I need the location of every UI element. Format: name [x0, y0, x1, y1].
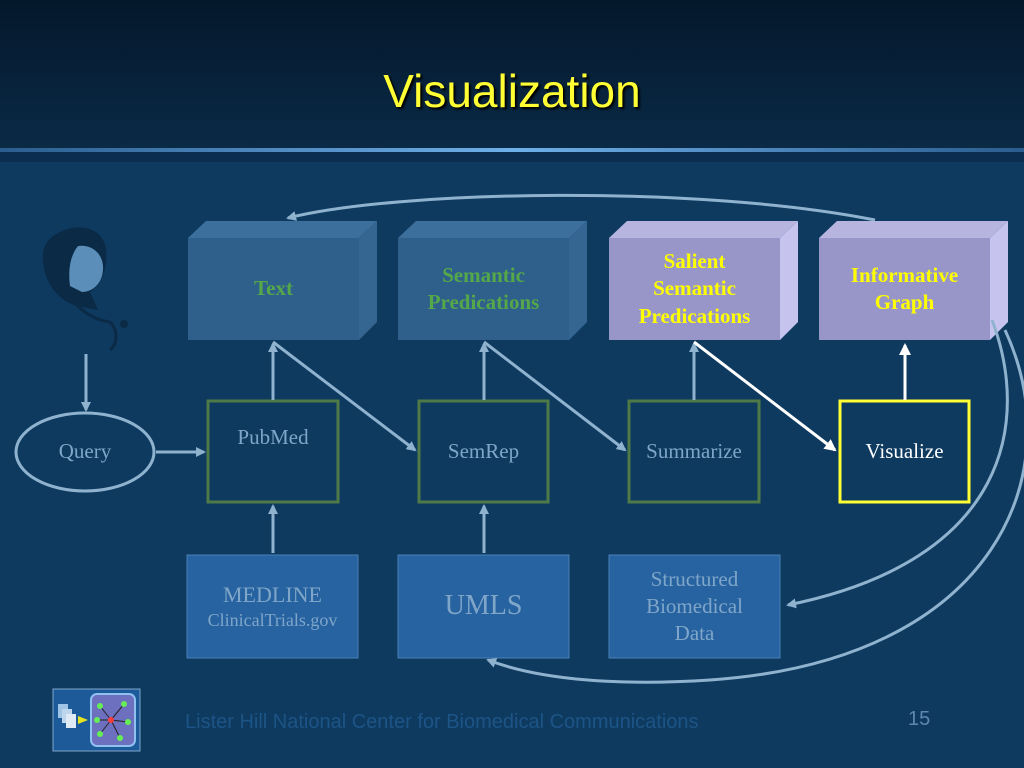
box-summarize [627, 399, 761, 504]
query-ellipse [14, 411, 156, 493]
label-informative-graph: Informative Graph [819, 238, 990, 340]
flow-arrows [81, 193, 1024, 684]
label-structured-data: Structured Biomedical Data [609, 555, 780, 658]
lister-hill-logo [52, 688, 141, 752]
label-semantic-predications-line-2: Predications [427, 290, 540, 314]
label-summarize: Summarize [646, 438, 742, 463]
box-semrep [417, 399, 550, 504]
page-number: 15 [908, 708, 931, 730]
label-informative-line-2: Graph [874, 290, 935, 314]
box-visualize [838, 399, 971, 504]
label-structured-line-1: Structured [650, 566, 739, 591]
header-divider-shadow [0, 152, 1024, 162]
box-structured-data [608, 554, 781, 659]
label-text: Text [188, 238, 359, 340]
label-semantic-predications-line-1: Semantic [442, 262, 525, 287]
footer-text: Lister Hill National Center for Biomedic… [185, 711, 699, 733]
label-text-line-1: Text [254, 276, 293, 301]
label-salient-line-2: Semantic [653, 276, 736, 301]
label-medline-line-1: MEDLINE [223, 581, 322, 607]
box-3d-salient-semantic-predications [609, 221, 798, 340]
box-pubmed [206, 399, 340, 504]
slide-title: Visualization [383, 65, 641, 117]
clinician-icon [42, 227, 128, 352]
label-informative-line-1: Informative [850, 262, 959, 287]
header-divider [0, 148, 1024, 152]
label-visualize: Visualize [865, 438, 944, 463]
highlight-arrows [693, 340, 911, 452]
label-structured-line-3: Data [674, 621, 715, 646]
box-3d-informative-graph [819, 221, 1008, 340]
label-salient-line-1: Salient [663, 249, 726, 274]
label-query: Query [58, 439, 112, 464]
box-3d-text [188, 221, 377, 340]
box-3d-semantic-predications [398, 221, 587, 340]
label-salient-line-3: Predications [638, 303, 751, 328]
label-salient-semantic-predications: Salient Semantic Predications [609, 238, 780, 340]
label-semrep: SemRep [447, 438, 520, 463]
label-medline-line-2: ClinicalTrials.gov [207, 610, 338, 631]
label-umls: UMLS [444, 590, 523, 622]
label-semantic-predications: Semantic Predications [398, 238, 569, 340]
header-band [0, 0, 1024, 150]
label-medline: MEDLINE ClinicalTrials.gov [187, 555, 358, 658]
box-medline [186, 554, 359, 659]
label-structured-line-2: Biomedical [646, 593, 743, 618]
box-umls [397, 554, 570, 659]
label-pubmed: PubMed [237, 425, 309, 450]
